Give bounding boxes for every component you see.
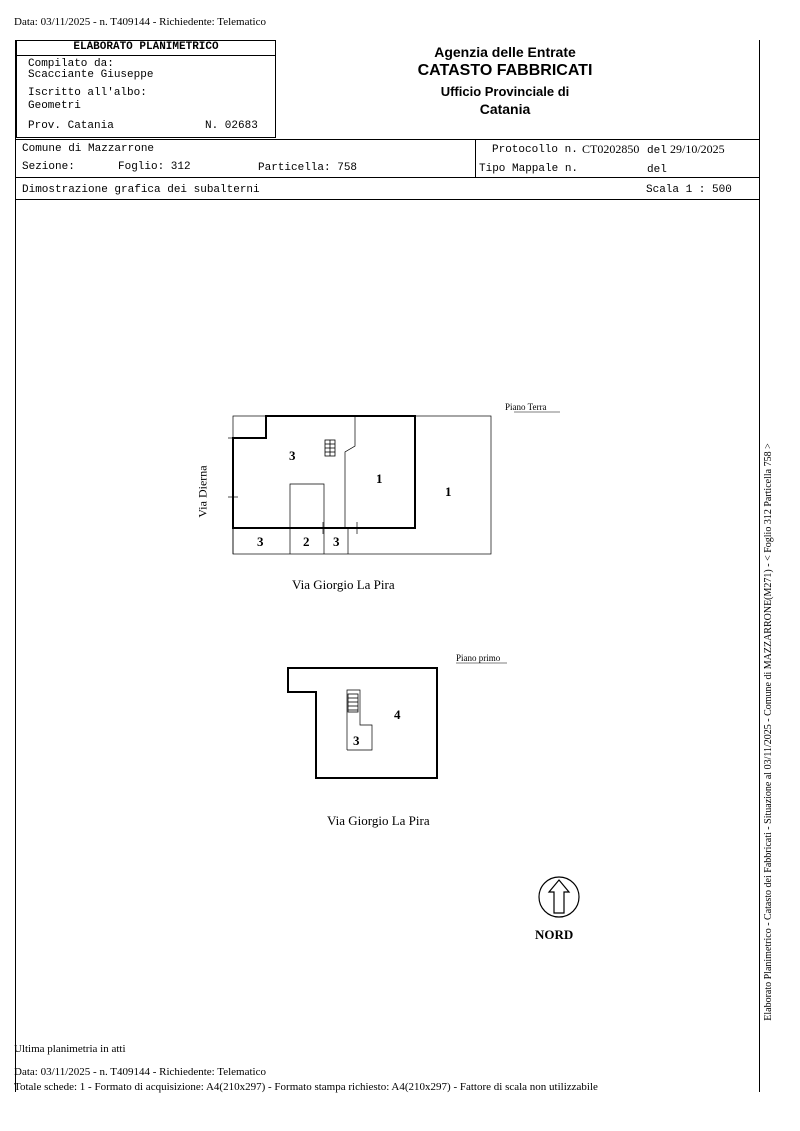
tipo-mappale-label: Tipo Mappale n. [479,163,579,175]
north-arrow-icon [538,876,580,918]
side-caption: Elaborato Planimetrico - Catasto dei Fab… [763,443,774,1021]
particella-label: Particella: 758 [258,162,358,174]
agency-catasto: CATASTO FABBRICATI [417,62,593,79]
agency-name: Agenzia delle Entrate [434,44,576,60]
unit-label: 3 [353,733,360,748]
ground-floor-stair-icon [324,439,336,457]
street-label: Via Giorgio La Pira [292,577,395,592]
via-dierna-label: Via Dierna [195,465,210,518]
compilato-label: Compilato da: [28,58,114,70]
piano-primo-label: Piano primo [456,653,501,663]
del-label: del [647,145,667,157]
sezione-label: Sezione: [22,161,75,173]
form-box [16,40,276,138]
frame-left [15,40,16,1092]
iscritto-value: Geometri [28,100,81,112]
first-floor-stair-icon [347,693,359,713]
agency-ufficio: Ufficio Provinciale di [440,84,570,99]
piano-terra-label: Piano Terra [505,402,547,412]
unit-label: 4 [394,707,401,722]
document-header: Data: 03/11/2025 - n. T409144 - Richiede… [14,16,266,28]
del-value: 29/10/2025 [670,142,725,156]
unit-label: 3 [333,534,340,549]
unit-label: 3 [257,534,264,549]
unit-label: 3 [289,448,296,463]
street-label: Via Giorgio La Pira [327,813,430,828]
protocollo-label: Protocollo n. [492,144,578,156]
nord-label: NORD [535,927,574,942]
scale-label: Scala 1 : 500 [646,184,732,196]
unit-label: 1 [376,471,383,486]
unit-label: 2 [303,534,310,549]
dimostrazione-label: Dimostrazione grafica dei subalterni [22,184,260,196]
protocollo-value: CT0202850 [582,142,640,156]
footer-totale: Totale schede: 1 - Formato di acquisizio… [14,1081,598,1093]
unit-label: 1 [445,484,452,499]
first-floor-plan [287,667,438,779]
comune-label: Comune di Mazzarrone [22,143,155,155]
form-title: ELABORATO PLANIMETRICO [73,41,219,53]
foglio-label: Foglio: 312 [118,161,191,173]
tipo-del-label: del [647,164,667,176]
footer-data: Data: 03/11/2025 - n. T409144 - Richiede… [14,1066,266,1078]
ground-floor-plan [228,415,492,555]
frame-right [759,40,760,1092]
iscritto-label: Iscritto all'albo: [28,87,147,99]
prov-label: Prov. Catania [28,120,114,132]
agency-city: Catania [479,101,531,117]
ultima-planimetria: Ultima planimetria in atti [14,1043,126,1055]
registration-number: N. 02683 [205,120,258,132]
compilato-value: Scacciante Giuseppe [28,69,154,81]
